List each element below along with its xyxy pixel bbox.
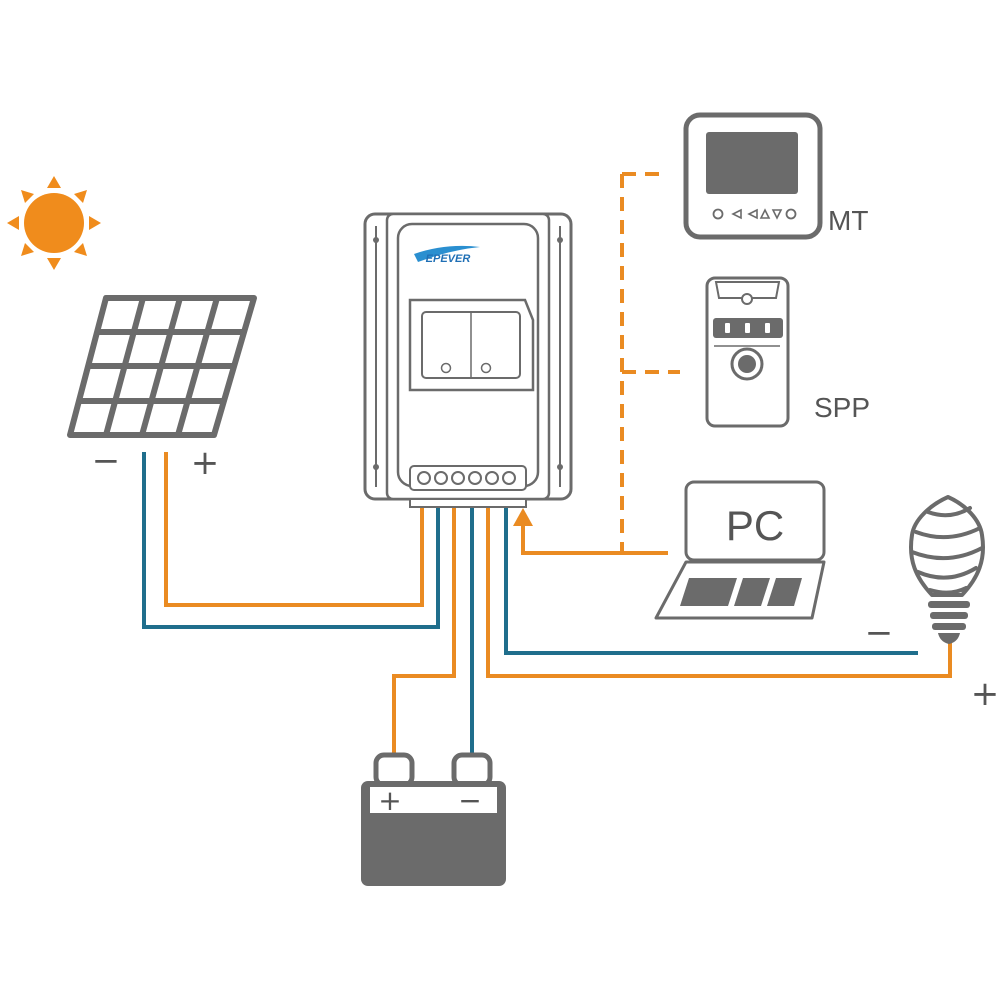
wire-solar-positive	[164, 452, 424, 607]
bulb-base	[928, 601, 970, 644]
brand-logo: EPEVER	[414, 245, 480, 265]
sun-icon	[7, 176, 101, 270]
bulb-icon	[909, 495, 985, 597]
mt-label: MT	[828, 205, 868, 236]
battery-minus-label: −	[458, 784, 481, 817]
wire-load-negative	[504, 506, 918, 655]
wire-battery-positive	[392, 506, 456, 760]
wire-communication	[521, 524, 668, 555]
wires	[142, 172, 952, 760]
laptop-icon	[654, 480, 826, 620]
battery-plus-label: +	[378, 784, 401, 817]
load-minus-label: −	[865, 613, 894, 653]
comm-arrow-icon	[513, 508, 533, 526]
spp-label: SPP	[814, 392, 870, 423]
solar-minus-label: −	[92, 441, 121, 481]
wire-load-positive	[486, 506, 952, 678]
spp-icon	[705, 276, 790, 428]
wire-solar-negative	[142, 452, 440, 629]
charge-controller-icon	[363, 212, 573, 508]
battery-icon	[361, 752, 506, 886]
remote-meter-icon	[683, 112, 823, 240]
brand-logo-text: EPEVER	[426, 253, 471, 265]
load-plus-label: +	[971, 674, 1000, 714]
pc-label: PC	[726, 502, 784, 549]
solar-plus-label: +	[191, 443, 220, 483]
comm-bus-dashed	[620, 172, 680, 555]
solar-panel-icon	[67, 295, 257, 438]
